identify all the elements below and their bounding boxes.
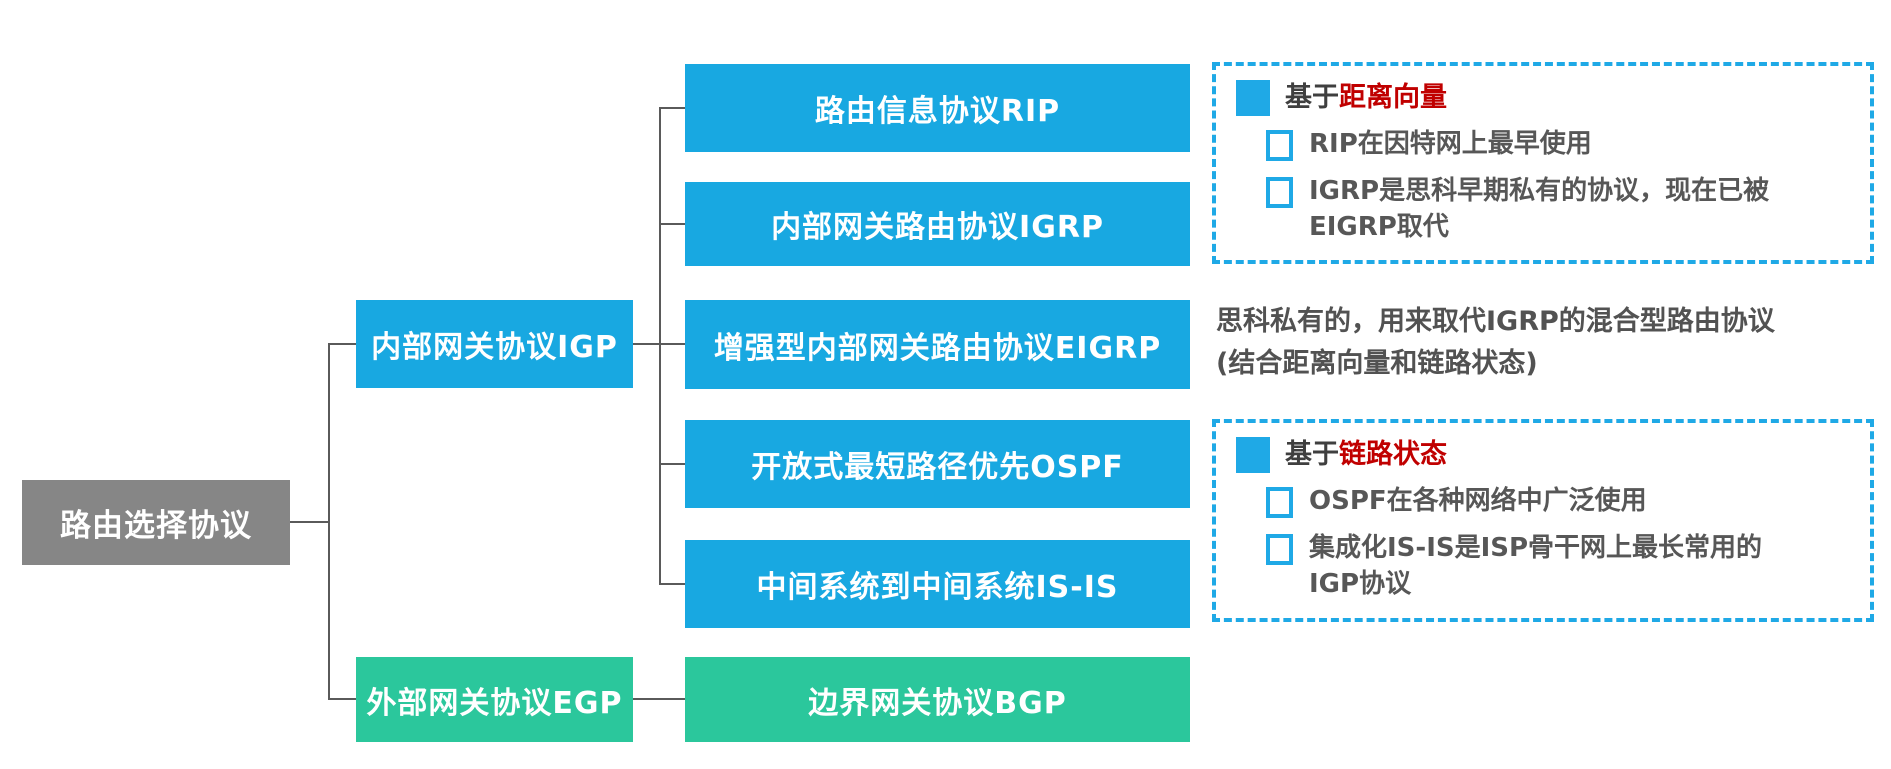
connector-line [659,343,685,345]
node-label: 中间系统到中间系统IS-IS [756,570,1119,605]
connector-line [633,698,685,700]
filled-square-bullet-icon [1236,80,1270,116]
annotation-heading-row: 基于距离向量 [1236,80,1854,116]
annotation-item: 集成化IS-IS是ISP骨干网上最长常用的IGP协议 [1309,532,1763,599]
annotation-item: RIP在因特网上最早使用 [1309,129,1592,159]
heading-prefix: 基于 [1285,439,1339,470]
hollow-square-bullet-icon [1266,487,1293,518]
annotation-heading: 基于链路状态 [1285,437,1447,473]
node-label: 路由信息协议RIP [814,94,1061,129]
node-igrp: 内部网关路由协议IGRP [685,182,1190,266]
node-igp: 内部网关协议IGP [356,300,633,388]
hollow-square-bullet-icon [1266,533,1293,565]
node-routing-protocol: 路由选择协议 [22,480,290,565]
eigrp-note-line2: (结合距离向量和链路状态) [1216,347,1538,379]
node-label: 内部网关路由协议IGRP [771,210,1104,245]
node-egp: 外部网关协议EGP [356,657,633,742]
eigrp-note: 思科私有的，用来取代IGRP的混合型路由协议 (结合距离向量和链路状态) [1216,301,1775,385]
heading-highlight: 链路状态 [1339,439,1447,470]
eigrp-note-line1: 思科私有的，用来取代IGRP的混合型路由协议 [1216,306,1775,337]
annotation-box-link-state: 基于链路状态 OSPF在各种网络中广泛使用 集成化IS-IS是ISP骨干网上最长… [1212,419,1874,622]
node-isis: 中间系统到中间系统IS-IS [685,540,1190,628]
hollow-square-bullet-icon [1266,176,1293,208]
connector-line [633,343,659,345]
node-label: 开放式最短路径优先OSPF [751,450,1124,485]
node-bgp: 边界网关协议BGP [685,657,1190,742]
node-label: 边界网关协议BGP [808,685,1067,721]
annotation-item-row: RIP在因特网上最早使用 [1266,127,1854,163]
connector-line [290,521,328,523]
node-label: 外部网关协议EGP [366,685,623,721]
node-ospf: 开放式最短路径优先OSPF [685,420,1190,508]
annotation-heading-row: 基于链路状态 [1236,437,1854,473]
connector-line [659,107,685,109]
heading-prefix: 基于 [1285,82,1339,113]
heading-highlight: 距离向量 [1339,82,1447,113]
connector-line [328,698,356,700]
node-rip: 路由信息协议RIP [685,64,1190,152]
node-label: 增强型内部网关路由协议EIGRP [713,330,1162,366]
connector-line [659,583,685,585]
node-label: 内部网关协议IGP [371,330,618,365]
annotation-heading: 基于距离向量 [1285,80,1447,116]
node-eigrp: 增强型内部网关路由协议EIGRP [685,300,1190,389]
connector-line [659,107,661,585]
annotation-item: IGRP是思科早期私有的协议，现在已被EIGRP取代 [1309,175,1770,242]
node-label: 路由选择协议 [60,508,252,544]
connector-line [328,343,356,345]
connector-line [659,463,685,465]
hollow-square-bullet-icon [1266,130,1293,161]
annotation-box-distance-vector: 基于距离向量 RIP在因特网上最早使用 IGRP是思科早期私有的协议，现在已被E… [1212,62,1874,264]
connector-line [328,343,330,700]
connector-line [659,223,685,225]
annotation-item-row: 集成化IS-IS是ISP骨干网上最长常用的IGP协议 [1266,531,1854,603]
annotation-item-row: OSPF在各种网络中广泛使用 [1266,484,1854,520]
filled-square-bullet-icon [1236,437,1270,473]
annotation-item-row: IGRP是思科早期私有的协议，现在已被EIGRP取代 [1266,174,1854,246]
annotation-item: OSPF在各种网络中广泛使用 [1309,486,1647,516]
